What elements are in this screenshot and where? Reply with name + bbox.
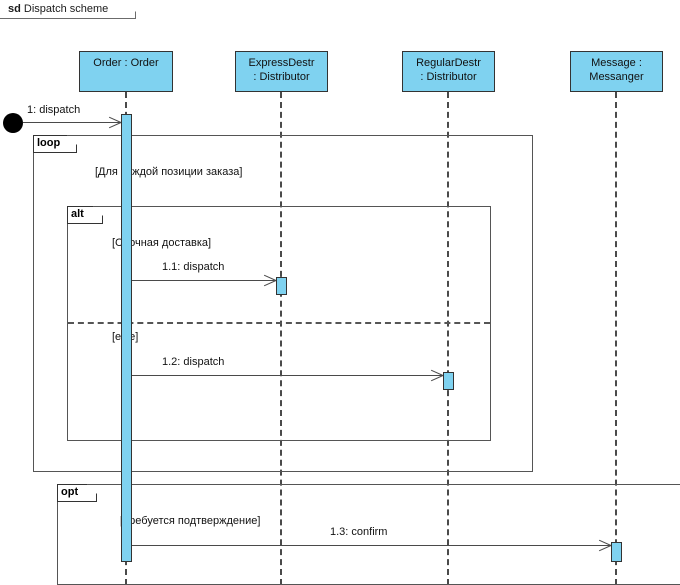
message-line-1-dispatch[interactable] <box>23 122 121 123</box>
message-label-1-2-dispatch: 1.2: dispatch <box>162 356 225 368</box>
fragment-loop[interactable] <box>33 135 533 472</box>
arrowhead-1-1-dispatch <box>263 273 277 287</box>
fragment-loop-operator: loop <box>37 137 61 149</box>
message-label-1-3-confirm: 1.3: confirm <box>330 526 388 538</box>
arrowhead-1-dispatch <box>108 115 122 129</box>
lifeline-head-express-distributor[interactable]: ExpressDestr : Distributor <box>235 51 328 92</box>
lifeline-head-order[interactable]: Order : Order <box>79 51 173 92</box>
lifeline-express-line2: : Distributor <box>253 71 310 83</box>
activation-bar-message[interactable] <box>611 542 622 562</box>
activation-bar-order[interactable] <box>121 114 132 562</box>
lifeline-head-regular-distributor[interactable]: RegularDestr : Distributor <box>402 51 495 92</box>
lifeline-line-express <box>280 92 282 585</box>
arrowhead-1-2-dispatch <box>430 368 444 382</box>
lifeline-message-line2: Messanger <box>589 71 644 83</box>
activation-bar-regular[interactable] <box>443 372 454 390</box>
fragment-opt-guard: [Требуется подтверждение] <box>120 515 261 527</box>
start-node-icon <box>3 113 23 133</box>
message-label-1-dispatch: 1: dispatch <box>27 104 81 116</box>
fragment-opt-operator: opt <box>61 486 79 498</box>
message-label-1-1-dispatch: 1.1: dispatch <box>162 261 225 273</box>
diagram-frame-label: sd Dispatch scheme <box>8 3 108 15</box>
message-line-1-1-dispatch[interactable] <box>132 280 277 281</box>
diagram-kind-label: sd <box>8 3 21 15</box>
lifeline-head-message-messanger[interactable]: Message : Messanger <box>570 51 663 92</box>
diagram-title: Dispatch scheme <box>23 3 109 15</box>
lifeline-order-line1: Order : Order <box>93 57 159 69</box>
activation-bar-express[interactable] <box>276 277 287 295</box>
fragment-alt[interactable] <box>67 206 491 441</box>
arrowhead-1-3-confirm <box>598 538 612 552</box>
lifeline-line-message <box>615 92 617 585</box>
fragment-loop-guard: [Для каждой позиции заказа] <box>95 166 243 178</box>
message-line-1-3-confirm[interactable] <box>132 545 612 546</box>
lifeline-line-regular <box>447 92 449 585</box>
lifeline-regular-line1: RegularDestr <box>416 57 481 69</box>
fragment-alt-divider <box>68 322 490 324</box>
lifeline-regular-line2: : Distributor <box>420 71 477 83</box>
lifeline-message-line1: Message : <box>591 57 642 69</box>
fragment-alt-operator: alt <box>71 208 84 220</box>
message-line-1-2-dispatch[interactable] <box>132 375 444 376</box>
fragment-alt-guard-1: [Срочная доставка] <box>112 237 212 249</box>
lifeline-express-line1: ExpressDestr <box>248 57 315 69</box>
